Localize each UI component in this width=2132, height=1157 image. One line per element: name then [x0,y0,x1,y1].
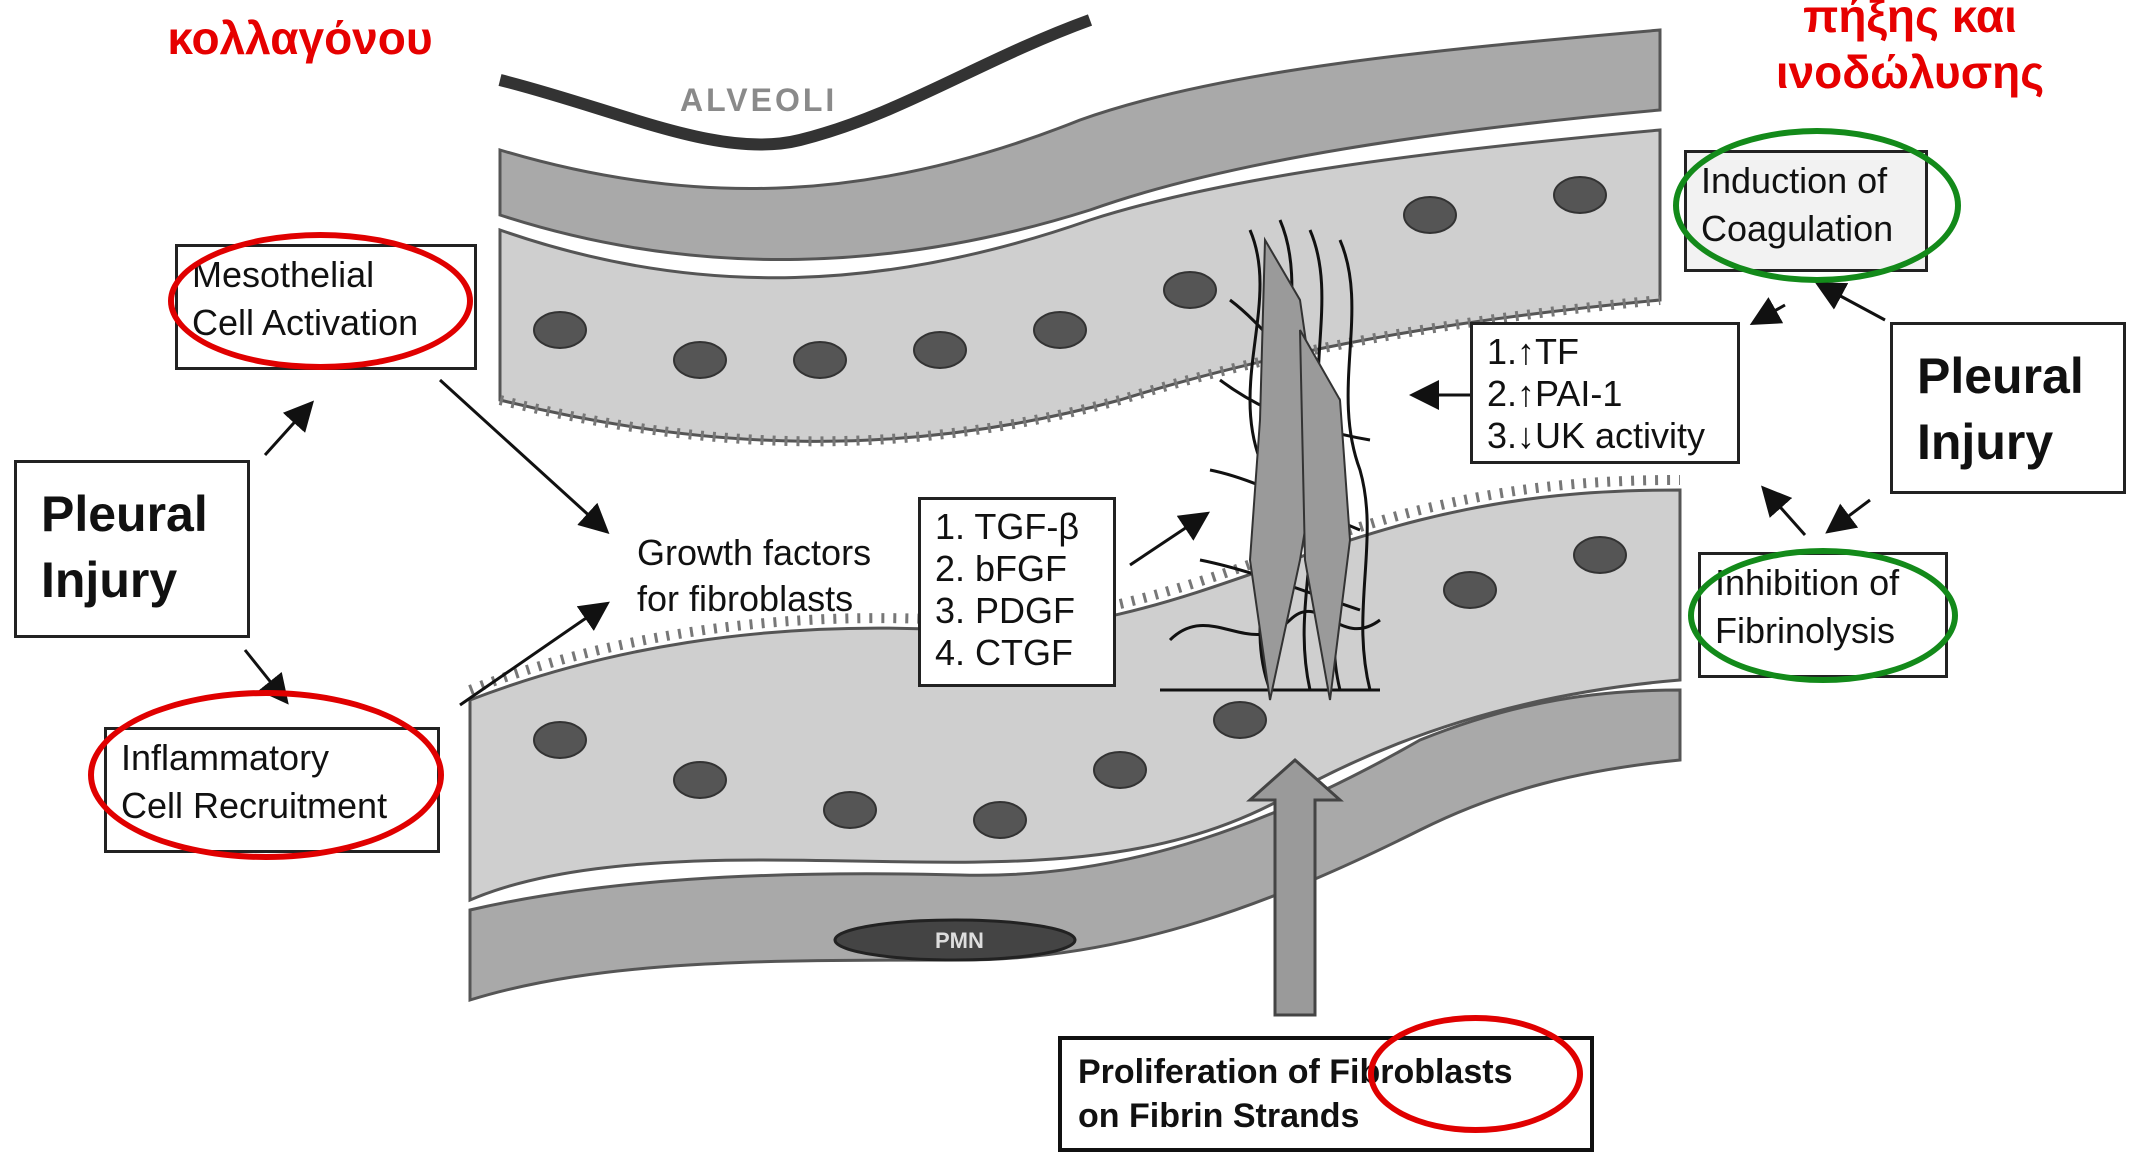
pleural-injury-line2: Injury [41,547,223,613]
highlight-ring-inflammatory [88,690,444,860]
factor-item: 4. CTGF [935,632,1099,674]
greek-label-coagulation-fibrinolysis: πήξης και ινοδώλυσης [1700,0,2120,100]
coag-item: 1.↑TF [1487,331,1723,373]
coag-item: 2.↑PAI-1 [1487,373,1723,415]
factor-item: 3. PDGF [935,590,1099,632]
growth-factor-list: 1. TGF-β 2. bFGF 3. PDGF 4. CTGF [918,497,1116,687]
alveoli-label: ALVEOLI [680,82,837,119]
highlight-ring-fibrinolysis [1688,548,1958,683]
factor-item: 1. TGF-β [935,506,1099,548]
pleural-injury-line1: Pleural [41,481,223,547]
pleural-injury-right-line1: Pleural [1917,343,2099,409]
coag-item: 3.↓UK activity [1487,415,1723,457]
highlight-ring-mesothelial [168,232,473,370]
highlight-ring-fibroblasts [1368,1015,1583,1133]
pleural-injury-right-line2: Injury [1917,409,2099,475]
factor-item: 2. bFGF [935,548,1099,590]
highlight-ring-coagulation [1673,128,1961,283]
growth-factors-label: Growth factors for fibroblasts [637,530,871,622]
pleural-injury-box-right: Pleural Injury [1890,322,2126,494]
coagulation-factor-list: 1.↑TF 2.↑PAI-1 3.↓UK activity [1470,322,1740,464]
pleural-injury-box-left: Pleural Injury [14,460,250,638]
pmn-label: PMN [935,928,984,954]
greek-label-collagen: κολλαγόνου [60,10,540,66]
